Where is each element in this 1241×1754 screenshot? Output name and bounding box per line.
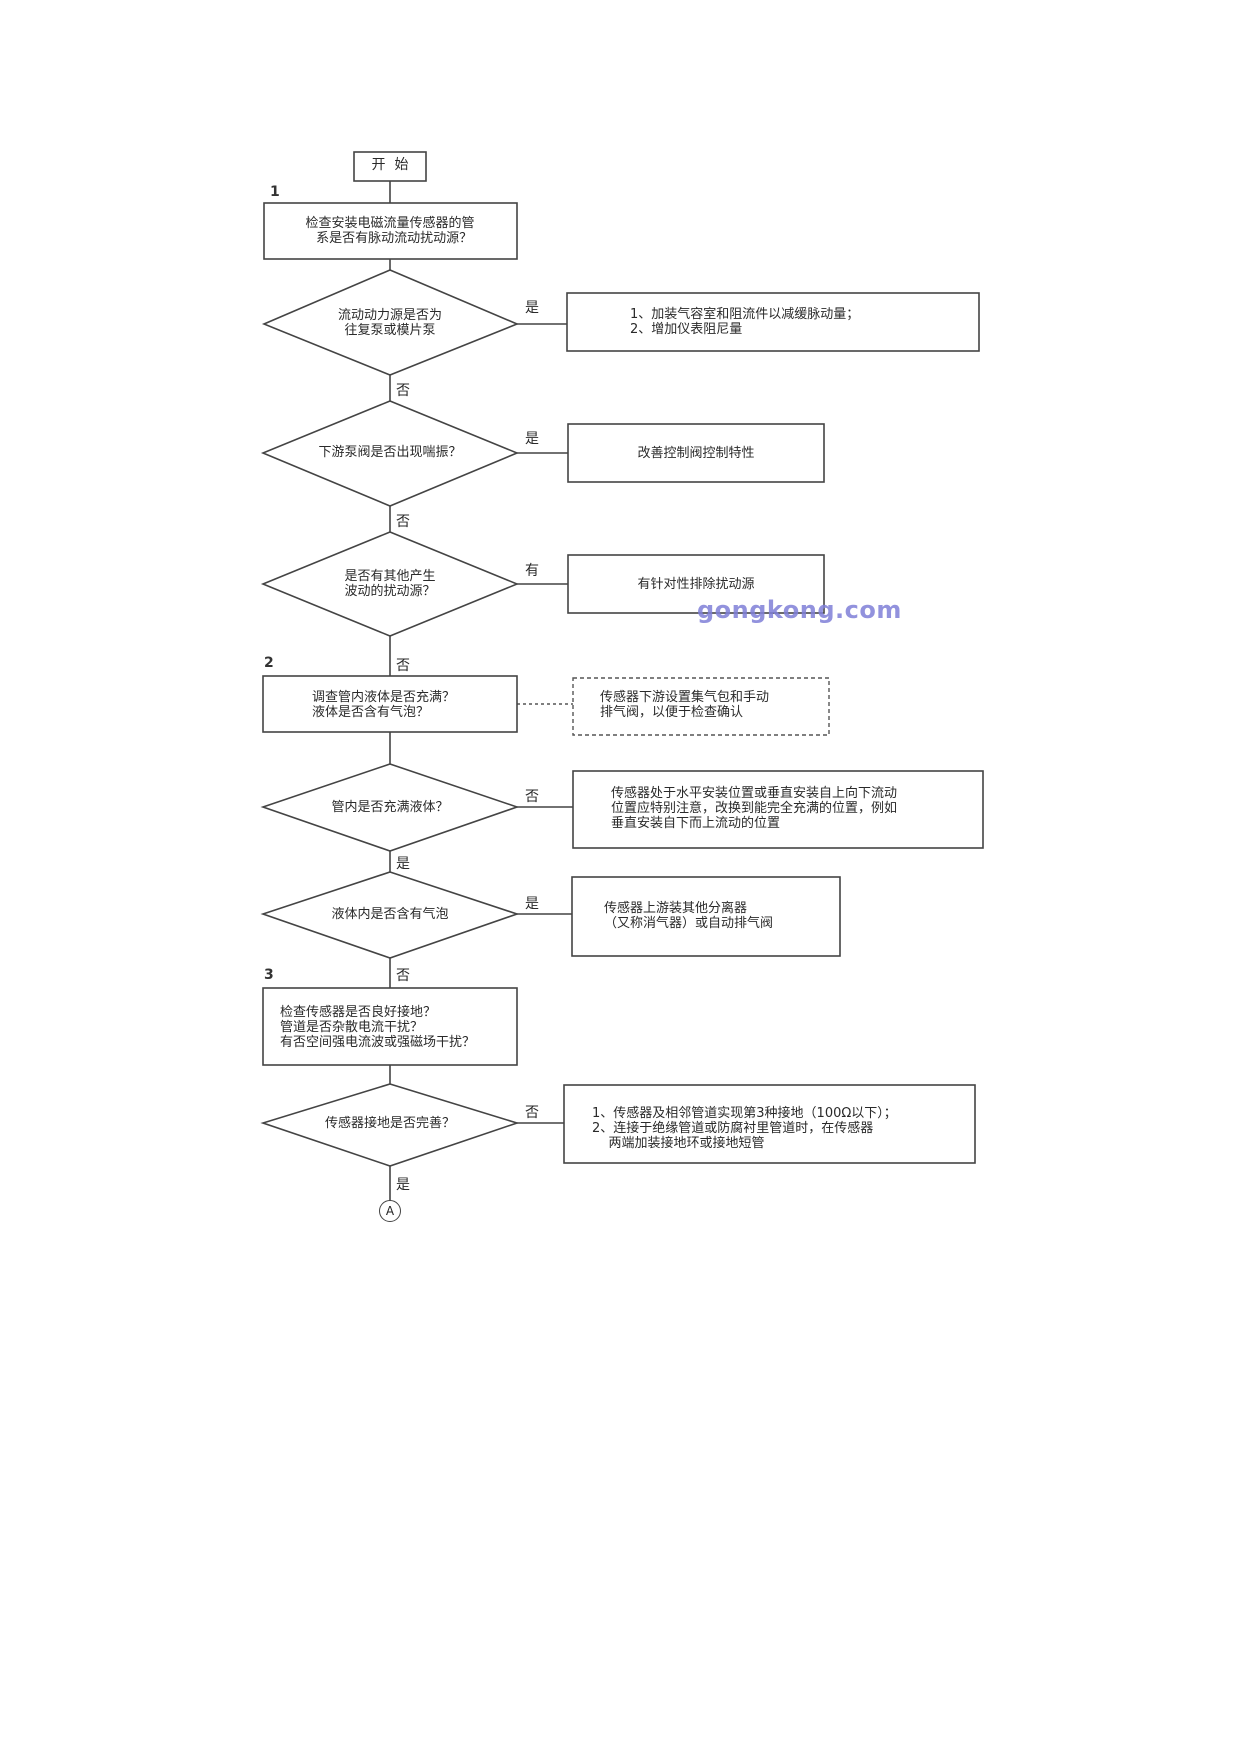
action-1-text: 1、加装气容室和阻流件以减缓脉动量； 2、增加仪表阻尼量 (630, 307, 860, 337)
start-label: 开 始 (371, 157, 409, 173)
action-2-text: 改善控制阀控制特性 (637, 446, 755, 461)
decision-2-yes-label: 是 (525, 431, 539, 447)
step-number-2: 2 (264, 655, 274, 671)
decision-2-no-label: 否 (396, 514, 410, 530)
process-box-2 (262, 675, 518, 733)
note-box-dashed (572, 677, 830, 736)
action-6-text: 1、传感器及相邻管道实现第3种接地（100Ω以下）； 2、连接于绝缘管道或防腐衬… (592, 1106, 897, 1151)
step-number-3: 3 (264, 967, 274, 983)
decision-1-text: 流动动力源是否为 往复泵或模片泵 (337, 308, 443, 338)
decision-4-no-label: 否 (525, 789, 539, 805)
decision-diamond-4 (260, 763, 520, 852)
process-box-3 (262, 987, 518, 1066)
decision-1-no-label: 否 (396, 383, 410, 399)
decision-5-yes-label: 是 (525, 896, 539, 912)
decision-diamond-5 (260, 871, 520, 959)
decision-6-text: 传感器接地是否完善？ (324, 1116, 456, 1131)
process-box-1 (263, 202, 518, 260)
action-box-5 (571, 876, 841, 957)
step-number-1: 1 (270, 184, 280, 200)
decision-6-yes-label: 是 (396, 1177, 410, 1193)
decision-diamond-6 (260, 1083, 520, 1167)
process-1-text: 检查安装电磁流量传感器的管 系是否有脉动流动扰动源？ (305, 216, 475, 246)
action-box-1 (566, 292, 980, 352)
action-3-text: 有针对性排除扰动源 (637, 577, 755, 592)
decision-4-yes-label: 是 (396, 856, 410, 872)
decision-3-yes-label: 有 (525, 563, 539, 579)
decision-5-text: 液体内是否含有气泡 (331, 907, 449, 922)
decision-1-yes-label: 是 (525, 300, 539, 316)
decision-diamond-2 (260, 400, 520, 507)
decision-3-text: 是否有其他产生 波动的扰动源？ (344, 569, 436, 599)
action-box-6 (563, 1084, 976, 1164)
decision-2-text: 下游泵阀是否出现喘振？ (318, 445, 462, 460)
action-box-3 (567, 554, 825, 614)
action-box-2 (567, 423, 825, 483)
decision-4-text: 管内是否充满液体？ (331, 800, 449, 815)
decision-3-no-label: 否 (396, 658, 410, 674)
decision-5-no-label: 否 (396, 968, 410, 984)
process-3-text: 检查传感器是否良好接地？ 管道是否杂散电流干扰？ 有否空间强电流波或强磁场干扰？ (280, 1005, 476, 1050)
note-text: 传感器下游设置集气包和手动 排气阀，以便于检查确认 (600, 690, 770, 720)
action-5-text: 传感器上游装其他分离器 （又称消气器）或自动排气阀 (604, 901, 774, 931)
decision-6-no-label: 否 (525, 1105, 539, 1121)
start-box (353, 151, 427, 182)
process-2-text: 调查管内液体是否充满？ 液体是否含有气泡？ (312, 690, 456, 720)
action-box-4 (572, 770, 984, 849)
decision-diamond-1 (261, 269, 520, 376)
offpage-connector-a: A (379, 1200, 401, 1222)
watermark: gongkong.com (697, 596, 902, 624)
decision-diamond-3 (260, 531, 520, 637)
action-4-text: 传感器处于水平安装位置或垂直安装自上向下流动 位置应特别注意，改换到能完全充满的… (611, 786, 898, 831)
